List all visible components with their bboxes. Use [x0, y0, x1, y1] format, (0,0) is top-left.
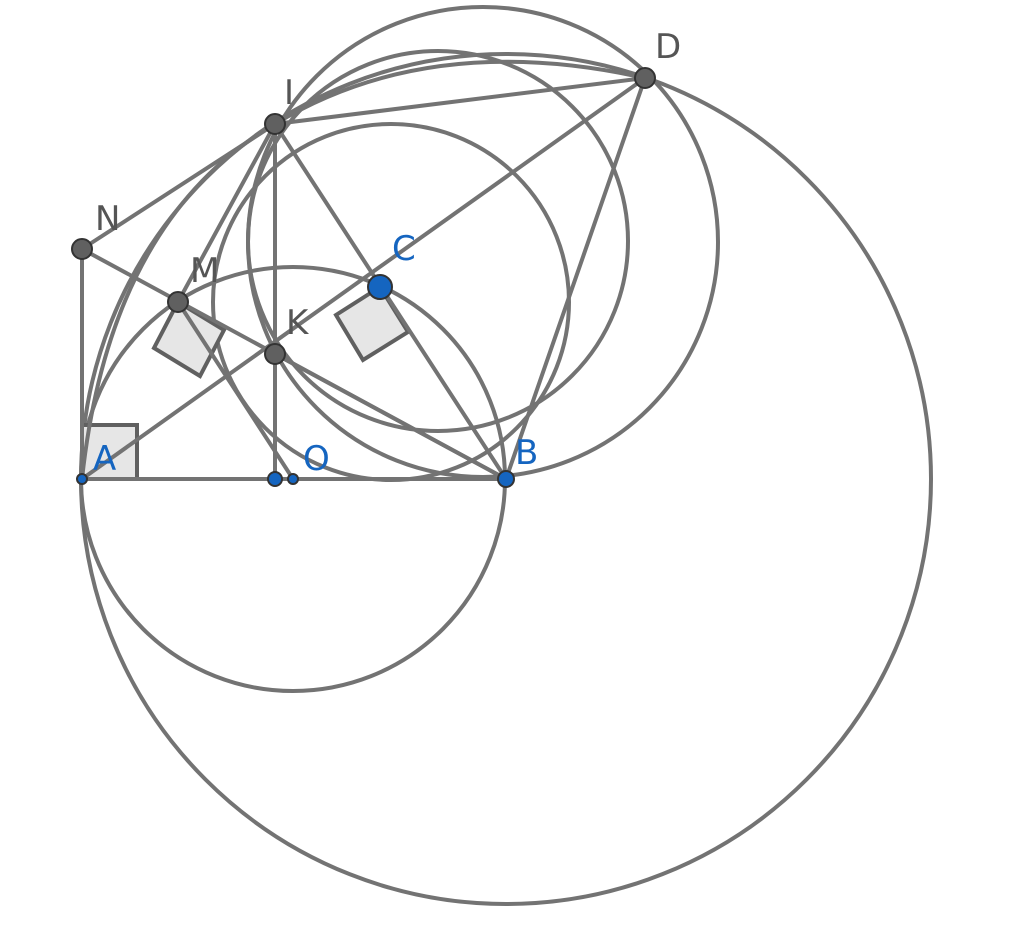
- point-m[interactable]: [167, 291, 189, 313]
- label-c: C: [392, 229, 416, 269]
- points: [71, 67, 656, 488]
- arc-i-to-d: [273, 59, 646, 126]
- label-b: B: [515, 433, 538, 473]
- curves: [80, 59, 646, 480]
- point-n[interactable]: [71, 238, 93, 260]
- labels: I D N M K C A O B: [93, 27, 681, 479]
- right-angle-marker-m: [151, 299, 227, 379]
- arc-a-to-i: [80, 122, 277, 480]
- point-b[interactable]: [497, 470, 515, 488]
- label-d: D: [655, 27, 681, 67]
- point-i[interactable]: [264, 113, 286, 135]
- segment-im: [176, 122, 277, 304]
- label-o: O: [303, 439, 330, 479]
- label-n: N: [95, 199, 120, 239]
- segment-mo: [176, 300, 295, 481]
- point-o[interactable]: [287, 473, 299, 485]
- label-a: A: [93, 439, 116, 479]
- right-angle-markers: [80, 284, 411, 481]
- point-k[interactable]: [264, 343, 286, 365]
- point-c[interactable]: [367, 274, 393, 300]
- circle-cb-arc: [246, 49, 630, 433]
- segment-db: [504, 76, 647, 481]
- point-d[interactable]: [634, 67, 656, 89]
- point-a[interactable]: [76, 473, 88, 485]
- label-m: M: [190, 251, 219, 291]
- label-k: K: [286, 303, 310, 343]
- point-foot[interactable]: [267, 471, 283, 487]
- segment-id: [273, 76, 647, 126]
- segment-kb: [273, 352, 508, 481]
- label-i: I: [284, 73, 294, 113]
- segment-ib: [273, 122, 508, 481]
- segment-ad: [80, 76, 647, 481]
